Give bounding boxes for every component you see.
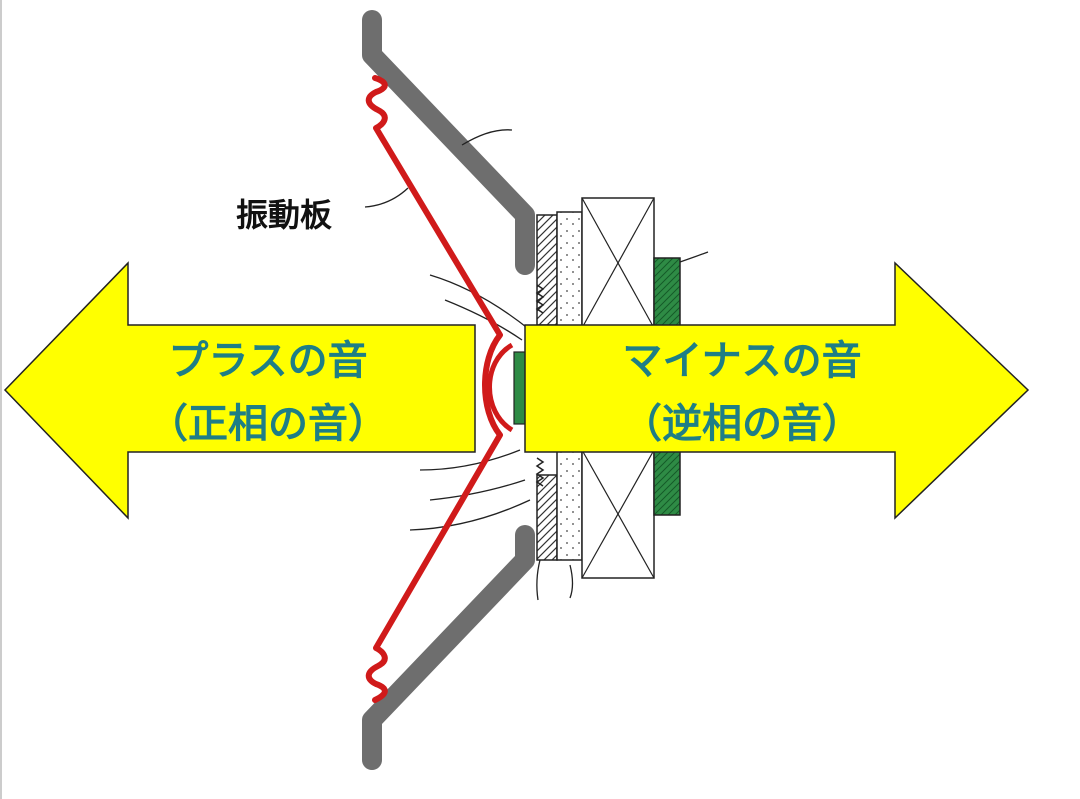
left-arrow <box>3 261 476 520</box>
spacer-lower <box>556 449 583 561</box>
voice-coil-lower <box>535 457 545 487</box>
top-plate-lower <box>536 474 558 561</box>
dust-cap <box>487 342 514 433</box>
right-arrow <box>524 261 1030 520</box>
diaphragm-label: 振動板 <box>236 196 332 234</box>
voice-coil-upper <box>535 284 545 314</box>
magnet-lower <box>581 449 655 579</box>
left-arrow-label-line1: プラスの音 <box>168 338 367 384</box>
frame-lower <box>362 525 535 770</box>
right-arrow-label-line2: （逆相の音） <box>622 401 862 447</box>
frame-upper <box>362 10 535 275</box>
back-plate-lower <box>653 449 681 516</box>
left-arrow-label-line2: （正相の音） <box>148 401 388 447</box>
back-plate-upper <box>653 257 681 329</box>
diaphragm <box>365 75 503 703</box>
magnet-upper <box>581 197 655 329</box>
right-arrow-label-line1: マイナスの音 <box>622 338 861 384</box>
spacer-upper <box>556 211 583 328</box>
top-plate-upper <box>536 214 558 326</box>
